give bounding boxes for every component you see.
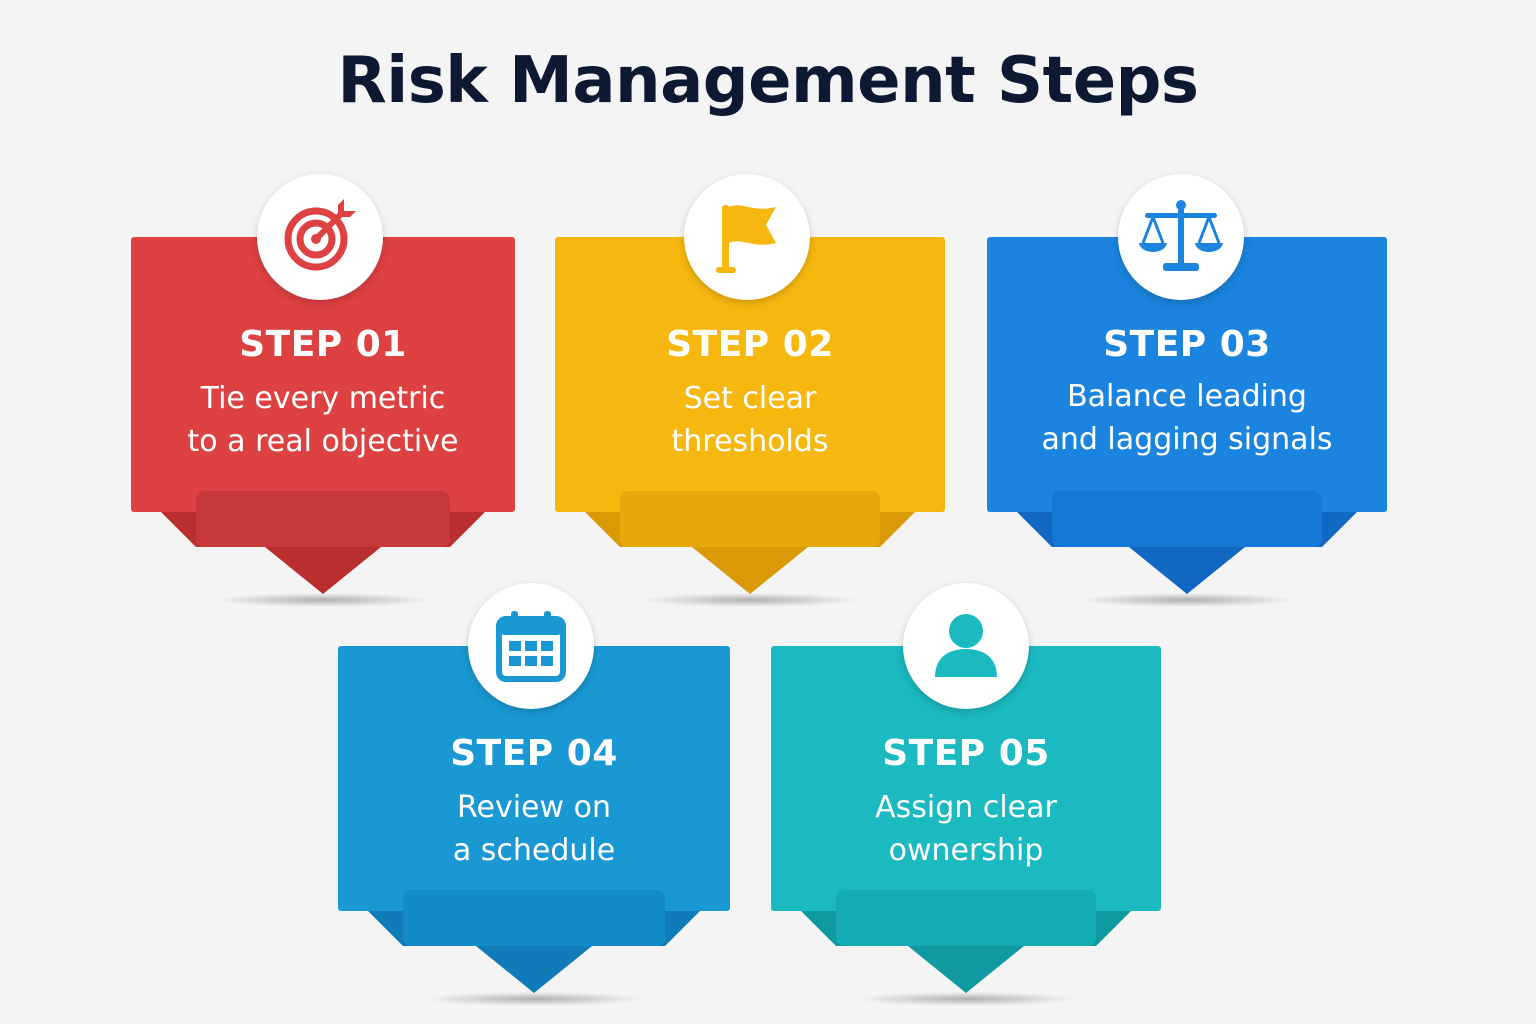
card-shape [555, 237, 945, 594]
flag-icon [716, 205, 776, 273]
icon-badge [468, 583, 594, 709]
ribbon-tab [836, 890, 1096, 946]
icon-badge [903, 583, 1029, 709]
card-shadow [1077, 593, 1297, 607]
step-description: Review on a schedule [338, 786, 730, 872]
step-card-02: STEP 02 Set clear thresholds [555, 174, 945, 607]
card-shape [338, 646, 730, 993]
ribbon-pointer [265, 547, 381, 594]
step-label: STEP 04 [450, 733, 618, 774]
scale-icon [1139, 200, 1223, 271]
step-label: STEP 01 [239, 324, 407, 365]
step-label: STEP 03 [1103, 324, 1271, 365]
card-shadow [856, 992, 1076, 1006]
step-label: STEP 05 [882, 733, 1050, 774]
step-description: Set clear thresholds [555, 377, 945, 463]
ribbon-pointer [476, 946, 592, 993]
icon-badge [684, 174, 810, 300]
step-description: Balance leading and lagging signals [987, 375, 1387, 461]
card-panel [555, 237, 945, 512]
step-description-line-2: to a real objective [187, 424, 459, 459]
calendar-icon [496, 611, 566, 682]
card-panel [131, 237, 515, 512]
step-description-line-2: a schedule [452, 833, 616, 868]
ribbon-pointer [1129, 547, 1245, 594]
target-icon [284, 199, 356, 271]
card-shape [987, 237, 1387, 594]
page-title: Risk Management Steps [337, 44, 1199, 118]
card-shape [771, 646, 1161, 993]
step-description: Tie every metric to a real objective [131, 377, 515, 463]
card-shape [131, 237, 515, 594]
ribbon-tab [196, 491, 450, 547]
step-description-line-1: Review on [457, 790, 611, 825]
card-panel [338, 646, 730, 911]
person-icon [935, 614, 997, 677]
step-card-01: STEP 01 Tie every metric to a real objec… [131, 174, 515, 607]
card-panel [987, 237, 1387, 512]
ribbon-tab [403, 890, 665, 946]
step-description-line-1: Tie every metric [200, 381, 446, 416]
ribbon-tab [620, 491, 880, 547]
step-description-line-1: Set clear [683, 381, 817, 416]
icon-badge [257, 174, 383, 300]
step-label: STEP 02 [666, 324, 834, 365]
step-description-line-2: ownership [888, 833, 1044, 868]
step-description-line-2: and lagging signals [1041, 422, 1333, 457]
step-card-04: STEP 04 Review on a schedule [338, 583, 730, 1006]
step-description-line-2: thresholds [671, 424, 829, 459]
step-card-03: STEP 03 Balance leading and lagging sign… [987, 174, 1387, 607]
step-description-line-1: Balance leading [1067, 379, 1307, 414]
card-panel [771, 646, 1161, 911]
step-card-05: STEP 05 Assign clear ownership [771, 583, 1161, 1006]
ribbon-pointer [692, 547, 808, 594]
step-description: Assign clear ownership [771, 786, 1161, 872]
card-shadow [640, 593, 860, 607]
card-shadow [213, 593, 433, 607]
ribbon-tab [1052, 491, 1322, 547]
step-description-line-1: Assign clear [875, 790, 1057, 825]
card-shadow [424, 992, 644, 1006]
icon-badge [1118, 174, 1244, 300]
ribbon-pointer [908, 946, 1024, 993]
